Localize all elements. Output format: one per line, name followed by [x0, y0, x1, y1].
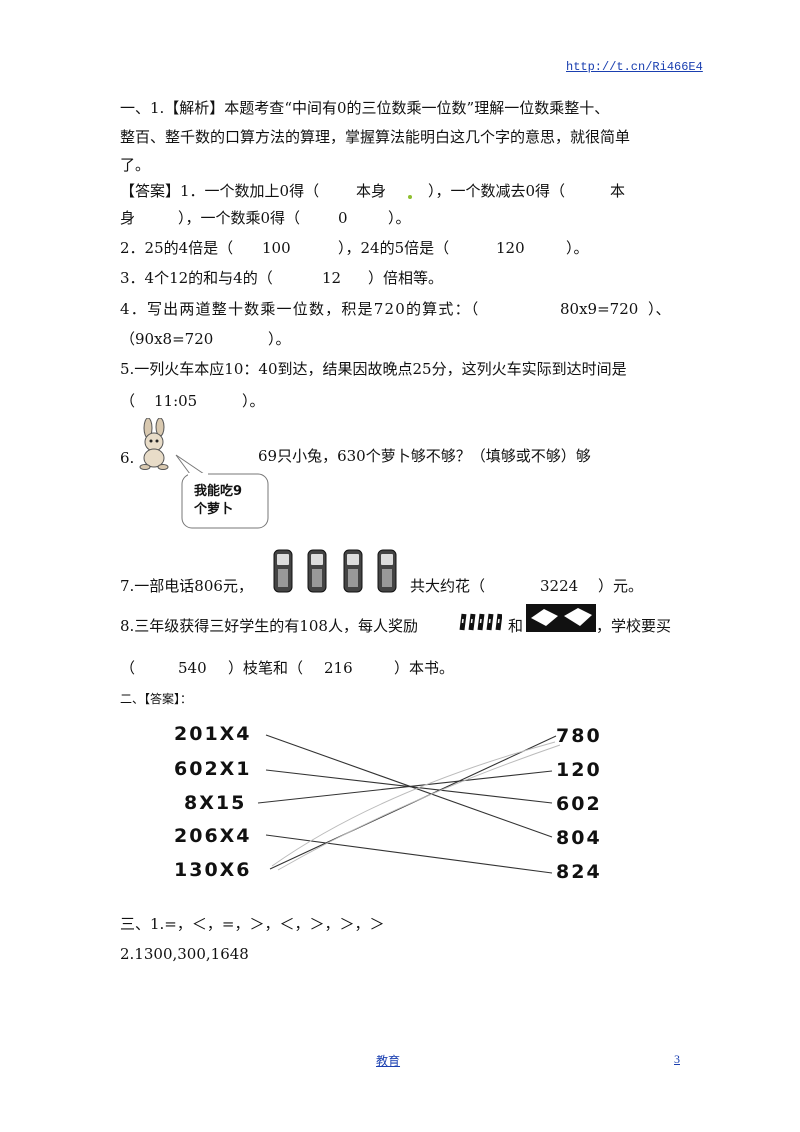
- section-3-line-2: 2.1300,300,1648: [120, 945, 249, 963]
- left-expression: 206X4: [174, 825, 252, 847]
- answer-7-mid: 共大约花（: [410, 577, 486, 595]
- phone-icon: [273, 549, 293, 593]
- answer-3-blank: 12: [322, 269, 342, 287]
- answer-5-open: （: [120, 392, 136, 410]
- answer-5-line-1: 5.一列火车本应10：40到达，结果因故晚点25分，这列火车实际到达时间是: [120, 360, 627, 378]
- page-number: 3: [674, 1052, 680, 1066]
- phones-illustration: [272, 548, 398, 594]
- answer-2-blank-1: 100: [262, 239, 291, 257]
- answer-3-prefix: 3．4个12的和与4的（: [120, 269, 273, 287]
- answer-6-text: 69只小兔，630个萝卜够不够？（填够或不够）够: [258, 447, 591, 465]
- answer-8-suffix: ，学校要买: [596, 617, 672, 635]
- phone-icon: [343, 549, 363, 593]
- right-result: 780: [556, 725, 602, 747]
- right-result: 804: [556, 827, 602, 849]
- phone-icon: [307, 549, 327, 593]
- answer-2-end: ）。: [566, 239, 589, 257]
- answer-4-sep: ）、: [648, 300, 671, 318]
- answer-1-line-1-prefix: 【答案】1．一个数加上0得（: [120, 182, 320, 200]
- left-expression: 130X6: [174, 859, 252, 881]
- left-expression: 602X1: [174, 758, 252, 780]
- answer-1-line-2-mid: ），一个数乘0得（: [178, 209, 301, 227]
- answer-1-blank-2-end: 身: [120, 209, 136, 227]
- bubble-line-1: 我能吃9: [194, 484, 243, 499]
- analysis-line-3: 了。: [120, 156, 151, 174]
- answer-6-number: 6.: [120, 449, 135, 467]
- answer-7-blank: 3224: [540, 577, 579, 595]
- right-result: 602: [556, 793, 602, 815]
- answer-2-prefix: 2．25的4倍是（: [120, 239, 234, 257]
- footer-link[interactable]: 教育: [376, 1054, 401, 1068]
- answer-1-blank-1: 本身: [356, 182, 387, 200]
- answer-8-end: ）本书。: [394, 659, 455, 677]
- header-link[interactable]: http://t.cn/Ri466E4: [566, 60, 703, 74]
- answer-1-blank-3: 0: [338, 209, 348, 227]
- analysis-line-2: 整百、整千数的口算方法的算理，掌握算法能明白这几个字的意思，就很简单: [120, 128, 631, 146]
- answer-7-end: ）元。: [598, 577, 644, 595]
- answer-8-blank-2: 216: [324, 659, 353, 677]
- answer-7-prefix: 7.一部电话806元，: [120, 577, 253, 595]
- small-dot-mark: [408, 195, 412, 199]
- match-line: [265, 834, 553, 874]
- answer-8-prefix: 8.三年级获得三好学生的有108人，每人奖励: [120, 617, 418, 635]
- section-2-heading: 二、【答案】：: [120, 692, 193, 706]
- right-result: 824: [556, 861, 602, 883]
- answer-1-line-2-end: ）。: [388, 209, 411, 227]
- answer-5-close: ）。: [242, 392, 265, 410]
- answer-8-and: 和: [508, 617, 524, 635]
- answer-5-blank: 11:05: [154, 392, 198, 410]
- answer-8-open: （: [120, 659, 136, 677]
- bubble-line-2: 个萝卜: [194, 502, 234, 517]
- right-result: 120: [556, 759, 602, 781]
- answer-8-mid: ）枝笔和（: [228, 659, 304, 677]
- answer-4-blank-2: （90x8=720: [120, 330, 214, 348]
- answer-1-blank-2-start: 本: [610, 182, 626, 200]
- match-line: [257, 770, 553, 804]
- books-icon: [526, 604, 596, 632]
- answer-4-prefix: 4．写出两道整十数乘一位数，积是720的算式：（: [120, 300, 480, 318]
- answer-8-blank-1: 540: [178, 659, 207, 677]
- answer-2-mid: ），24的5倍是（: [338, 239, 450, 257]
- answer-2-blank-2: 120: [496, 239, 525, 257]
- answer-4-end: ）。: [268, 330, 291, 348]
- answer-1-line-1-mid: ），一个数减去0得（: [428, 182, 566, 200]
- speech-bubble: [175, 454, 269, 529]
- phone-icon: [377, 549, 397, 593]
- section-3-line-1: 三、1.=，＜，=，＞，＜，＞，＞，＞: [120, 915, 385, 933]
- answer-4-blank-1: 80x9=720: [560, 300, 639, 318]
- answer-3-end: ）倍相等。: [368, 269, 444, 287]
- left-expression: 8X15: [184, 792, 247, 814]
- pens-icon: [458, 610, 502, 634]
- left-expression: 201X4: [174, 723, 252, 745]
- rabbit-illustration: [139, 418, 169, 470]
- analysis-line-1: 一、1.【解析】本题考查“中间有0的三位数乘一位数”理解一位数乘整十、: [120, 99, 610, 117]
